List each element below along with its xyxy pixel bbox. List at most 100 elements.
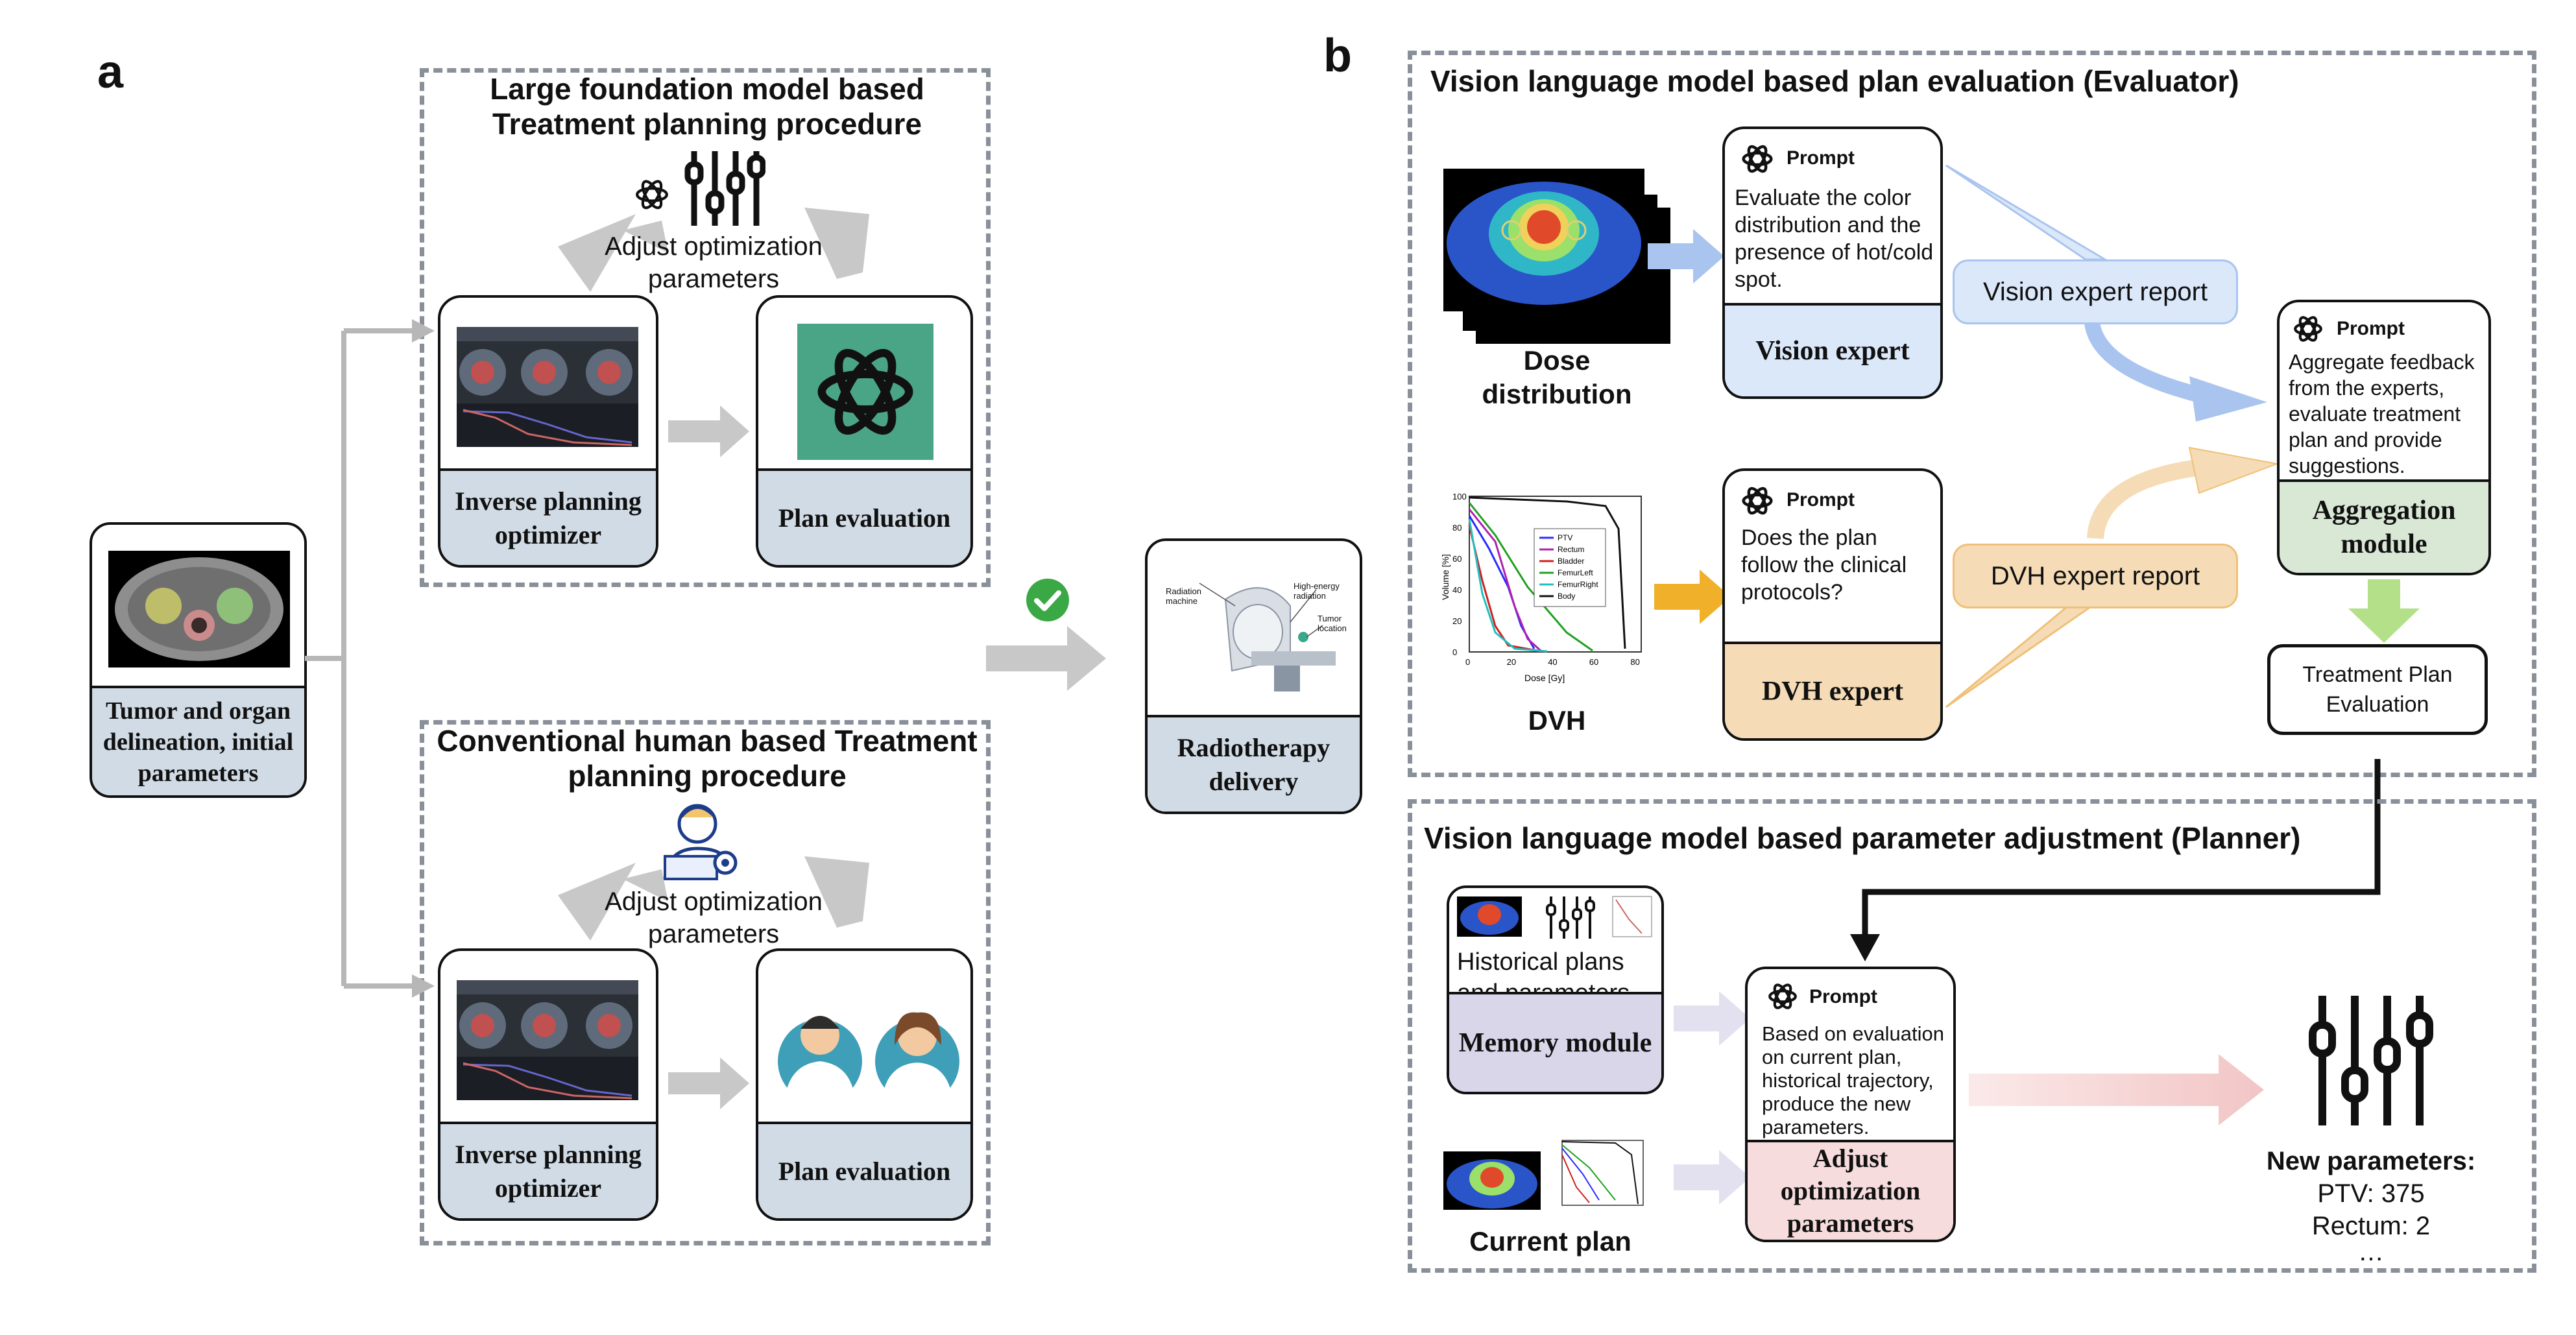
dvh-line-femurright — [1468, 518, 1548, 653]
dvh-legend-entry: Bladder — [1558, 557, 1584, 566]
dvh-legend-entry: FemurLeft — [1558, 568, 1593, 577]
optimizer-label-top: Inverse planning optimizer — [440, 468, 656, 565]
prompt-heading: Prompt — [1787, 147, 1855, 169]
arrow-optimizer-to-eval-bottom — [668, 1057, 749, 1109]
dvh-expert-label: DVH expert — [1725, 642, 1940, 738]
openai-icon — [1742, 145, 1773, 173]
tumor-delineation-box: Tumor and organ delineation, initial par… — [90, 522, 307, 798]
dvh-legend-entry: Rectum — [1558, 545, 1584, 554]
loop-arrows-top — [558, 208, 869, 292]
optimizer-screen-image — [457, 980, 638, 1100]
openai-icon — [1742, 487, 1773, 515]
arrow-current-to-planner — [1674, 1150, 1750, 1205]
memory-module-label: Memory module — [1449, 992, 1661, 1092]
vision-expert-box: Prompt Evaluate the color distribution a… — [1722, 126, 1943, 399]
vision-report-flow — [1945, 164, 2267, 422]
dvh-legend-entry: Body — [1558, 592, 1575, 601]
current-plan-label: Current plan — [1469, 1226, 1631, 1257]
new-parameters-block: New parameters: PTV: 375 Rectum: 2 … — [2245, 1145, 2498, 1266]
dvh-legend-entry: PTV — [1558, 533, 1572, 542]
openai-logo-icon — [817, 348, 913, 435]
dose-distribution-label: Dose distribution — [1482, 345, 1632, 409]
planner-prompt-text: Based on evaluation on current plan, his… — [1762, 1022, 1944, 1138]
aggregation-prompt-text: Aggregate feedback from the experts, eva… — [2289, 350, 2475, 477]
panel-b-letter: b — [1323, 30, 1352, 82]
dvh-legend-entry: FemurRight — [1558, 580, 1598, 589]
memory-module-box: Historical plans and parameters Memory m… — [1447, 885, 1664, 1094]
arrow-to-new-parameters — [1969, 1054, 2264, 1125]
panel-a-letter: a — [97, 46, 124, 98]
label-tumor-location: Tumor location — [1318, 614, 1347, 633]
prompt-heading: Prompt — [2337, 318, 2405, 339]
dvh-y-tick: 40 — [1452, 585, 1462, 595]
dvh-x-tick: 80 — [1630, 657, 1639, 667]
optimizer-screen-image — [457, 327, 638, 447]
dvh-y-tick: 60 — [1452, 554, 1462, 564]
dvh-ylabel: Volume [%] — [1440, 554, 1451, 600]
dvh-expert-box: Prompt Does the plan follow the clinical… — [1722, 468, 1943, 741]
new-parameter-rectum: Rectum: 2 — [2311, 1212, 2431, 1240]
aggregation-module-box: Prompt Aggregate feedback from the exper… — [2277, 300, 2491, 575]
plan-eval-box-bottom: Plan evaluation — [756, 948, 973, 1221]
dvh-line-bladder — [1468, 525, 1541, 653]
current-plan-dvh-image — [1561, 1140, 1644, 1206]
openai-icon — [1768, 983, 1797, 1009]
new-parameters-more: … — [2358, 1238, 2384, 1266]
dvh-y-tick: 80 — [1452, 523, 1462, 533]
new-parameter-ptv: PTV: 375 — [2317, 1179, 2425, 1208]
vision-expert-report: Vision expert report — [1953, 259, 2238, 324]
optimizer-box-bottom: Inverse planning optimizer — [438, 948, 658, 1221]
doctors-icon — [778, 1012, 959, 1103]
optimizer-label-bottom: Inverse planning optimizer — [440, 1122, 656, 1218]
openai-icon — [636, 180, 668, 210]
dvh-expert-report: DVH expert report — [1953, 544, 2238, 608]
conventional-procedure-title: Conventional human based Treatment plann… — [437, 724, 978, 793]
ct-scan-image — [108, 551, 290, 668]
dvh-line-femurleft — [1468, 502, 1593, 652]
llm-procedure-title: Large foundation model based Treatment p… — [490, 72, 924, 141]
radiotherapy-delivery-label: Radiotherapy delivery — [1148, 715, 1360, 812]
openai-logo-large — [797, 324, 933, 460]
tumor-delineation-label: Tumor and organ delineation, initial par… — [92, 686, 304, 795]
treatment-plan-evaluation: Treatment Plan Evaluation — [2267, 644, 2488, 735]
label-radiation-machine: Radiation machine — [1166, 586, 1201, 606]
dvh-line-body — [1469, 496, 1626, 649]
dvh-chart: Dose [Gy] Volume [%] 0 20 40 60 80 100 80 60 40 2… — [1440, 492, 1642, 683]
plan-eval-box-top: Plan evaluation — [756, 295, 973, 568]
dvh-x-tick: 40 — [1548, 657, 1557, 667]
dvh-legend — [1534, 528, 1606, 607]
arrow-to-delivery — [986, 626, 1106, 691]
optimizer-box-top: Inverse planning optimizer — [438, 295, 658, 568]
plan-eval-label-top: Plan evaluation — [758, 468, 970, 565]
vision-expert-label: Vision expert — [1725, 303, 1940, 396]
current-plan-dose-image — [1443, 1151, 1541, 1210]
dvh-x-tick: 0 — [1465, 657, 1470, 667]
new-parameters-sliders-icon — [2309, 996, 2433, 1125]
planner-title: Vision language model based parameter ad… — [1424, 821, 2301, 855]
label-high-energy: High-energy radiation — [1294, 581, 1340, 601]
arrow-aggregation-to-evaluation — [2348, 579, 2420, 643]
vision-prompt-text: Evaluate the color distribution and the … — [1735, 186, 1934, 292]
arrow-optimizer-to-eval-top — [668, 405, 749, 457]
evaluator-group — [1408, 51, 2536, 777]
evaluator-title: Vision language model based plan evaluat… — [1430, 64, 2239, 98]
dvh-y-tick: 100 — [1452, 492, 1467, 501]
dvh-report-flow — [1945, 446, 2280, 708]
historical-plans-icons — [1457, 896, 1652, 939]
dvh-x-tick: 20 — [1507, 657, 1516, 667]
plan-eval-label-bottom: Plan evaluation — [758, 1122, 970, 1218]
openai-icon — [2294, 316, 2322, 342]
dvh-prompt-text: Does the plan follow the clinical protoc… — [1741, 525, 1907, 605]
loop-arrows-bottom — [558, 856, 869, 941]
radiation-machine-image — [1199, 583, 1336, 692]
dvh-x-tick: 60 — [1589, 657, 1598, 667]
dvh-y-tick: 20 — [1452, 616, 1462, 626]
arrow-dvh-to-expert — [1654, 570, 1731, 624]
planner-group — [1408, 799, 2536, 1273]
dose-distribution-image — [1443, 169, 1644, 311]
new-parameters-title: New parameters: — [2266, 1147, 2476, 1175]
dvh-xlabel: Dose [Gy] — [1524, 673, 1565, 683]
user-settings-icon — [663, 804, 738, 880]
dvh-label: DVH — [1528, 705, 1586, 736]
adjust-label-top: Adjust optimization parameters — [605, 232, 823, 293]
